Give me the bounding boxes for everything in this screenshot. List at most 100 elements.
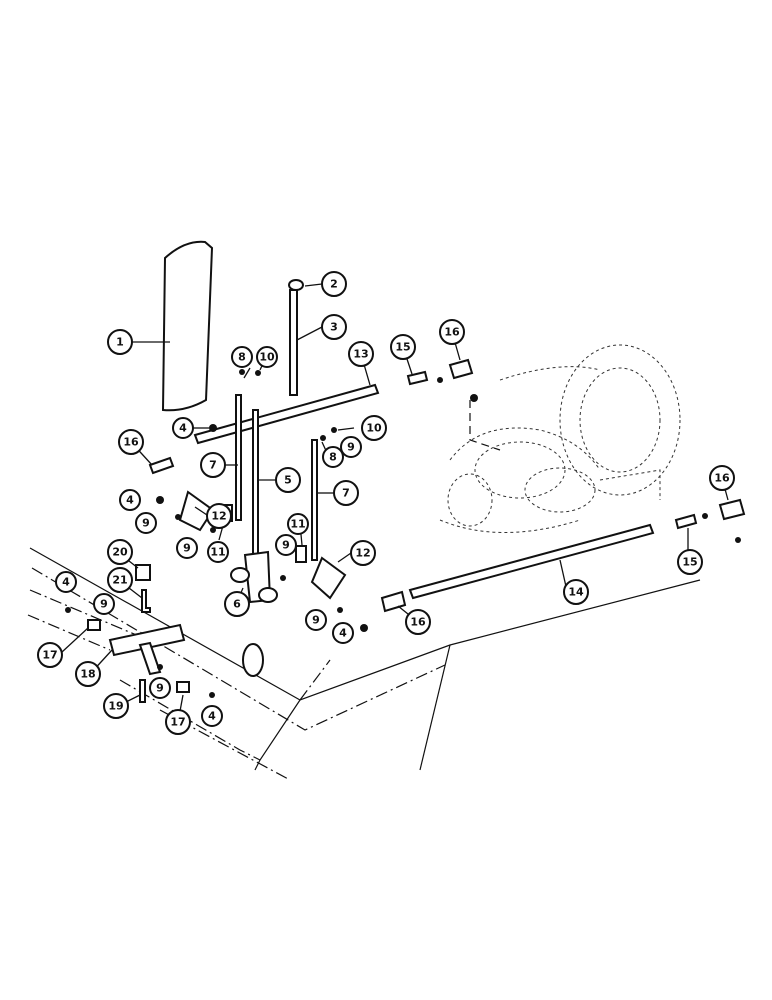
svg-text:11: 11	[210, 546, 225, 559]
callout-2: 2	[321, 271, 347, 297]
callout-4: 4	[332, 622, 354, 644]
callout-10: 10	[361, 415, 387, 441]
part-lower-crossbar	[108, 623, 186, 657]
part-pivot-disc-b	[258, 587, 278, 603]
callout-11: 11	[207, 541, 229, 563]
callout-7: 7	[333, 480, 359, 506]
svg-text:9: 9	[312, 614, 320, 627]
part-knob	[288, 279, 304, 291]
callout-9: 9	[149, 677, 171, 699]
callout-17: 17	[165, 709, 191, 735]
svg-text:9: 9	[142, 517, 150, 530]
part-clip-upper	[87, 619, 101, 631]
svg-text:10: 10	[259, 351, 275, 364]
part-pin-21	[141, 589, 151, 613]
callout-9: 9	[275, 534, 297, 556]
callout-12: 12	[350, 540, 376, 566]
svg-text:9: 9	[183, 542, 191, 555]
svg-text:4: 4	[126, 494, 134, 507]
callout-16: 16	[709, 465, 735, 491]
svg-text:21: 21	[112, 574, 127, 587]
svg-text:10: 10	[366, 422, 382, 435]
callout-8: 8	[231, 346, 253, 368]
part-adjuster-upper	[406, 370, 429, 386]
svg-text:16: 16	[123, 436, 139, 449]
part-upper-cross-rod	[193, 383, 380, 445]
callout-4: 4	[55, 571, 77, 593]
part-rod-end-upper-right	[448, 358, 474, 380]
part-lower-arm	[138, 641, 162, 676]
part-link-right	[311, 439, 318, 561]
svg-text:13: 13	[353, 348, 368, 361]
svg-text:12: 12	[211, 510, 226, 523]
svg-text:16: 16	[714, 472, 730, 485]
part-link-left	[235, 394, 242, 521]
callout-9: 9	[340, 436, 362, 458]
callout-20: 20	[107, 539, 133, 565]
callout-4: 4	[119, 489, 141, 511]
svg-text:5: 5	[284, 474, 292, 487]
svg-text:4: 4	[339, 627, 347, 640]
callout-18: 18	[75, 661, 101, 687]
part-rod-end-upper-left	[148, 456, 175, 475]
svg-text:8: 8	[238, 351, 246, 364]
svg-text:20: 20	[112, 546, 128, 559]
svg-text:17: 17	[170, 716, 185, 729]
callout-8: 8	[322, 446, 344, 468]
part-bellcrank-right	[310, 556, 347, 600]
part-adjuster-right	[674, 513, 698, 530]
callout-15: 15	[390, 334, 416, 360]
callout-16: 16	[118, 429, 144, 455]
callouts: 1 2 3 4 4 4 4 4 5 6 7 7 8 8 9 9 9 9 9 9 …	[37, 271, 735, 735]
callout-5: 5	[275, 467, 301, 493]
svg-text:8: 8	[329, 451, 337, 464]
callout-19: 19	[103, 693, 129, 719]
callout-13: 13	[348, 341, 374, 367]
svg-text:7: 7	[342, 487, 350, 500]
svg-text:16: 16	[444, 326, 460, 339]
svg-text:15: 15	[395, 341, 410, 354]
svg-text:14: 14	[568, 586, 584, 599]
callout-4: 4	[172, 417, 194, 439]
callout-9: 9	[135, 512, 157, 534]
svg-text:7: 7	[209, 459, 217, 472]
svg-text:9: 9	[347, 441, 355, 454]
callout-9: 9	[93, 593, 115, 615]
svg-text:4: 4	[62, 576, 70, 589]
part-lever-shaft	[289, 289, 298, 396]
svg-text:9: 9	[156, 682, 164, 695]
svg-text:17: 17	[42, 649, 57, 662]
svg-text:1: 1	[116, 336, 124, 349]
part-rod-end-right	[718, 498, 746, 521]
svg-text:2: 2	[330, 278, 338, 291]
callout-6: 6	[224, 591, 250, 617]
svg-text:12: 12	[355, 547, 370, 560]
callout-16: 16	[439, 319, 465, 345]
svg-text:15: 15	[682, 556, 697, 569]
part-clevis-right	[295, 545, 307, 563]
callout-3: 3	[321, 314, 347, 340]
callout-21: 21	[107, 567, 133, 593]
part-long-rod	[408, 523, 655, 600]
callout-14: 14	[563, 579, 589, 605]
svg-text:4: 4	[208, 710, 216, 723]
svg-text:3: 3	[330, 321, 338, 334]
callout-15: 15	[677, 549, 703, 575]
svg-text:9: 9	[282, 539, 290, 552]
callout-10: 10	[256, 346, 278, 368]
part-bellcrank-left	[178, 490, 215, 532]
svg-text:4: 4	[179, 422, 187, 435]
part-clip-lower	[176, 681, 190, 693]
callout-9: 9	[176, 537, 198, 559]
callout-12: 12	[206, 503, 232, 529]
svg-text:19: 19	[108, 700, 123, 713]
svg-text:11: 11	[290, 518, 305, 531]
svg-text:16: 16	[410, 616, 426, 629]
part-bracket-20	[135, 564, 151, 581]
engine-ghost-outline	[439, 344, 681, 533]
part-center-rod	[252, 409, 259, 561]
svg-text:9: 9	[100, 598, 108, 611]
svg-text:6: 6	[233, 598, 241, 611]
part-boot-cover	[161, 240, 214, 412]
